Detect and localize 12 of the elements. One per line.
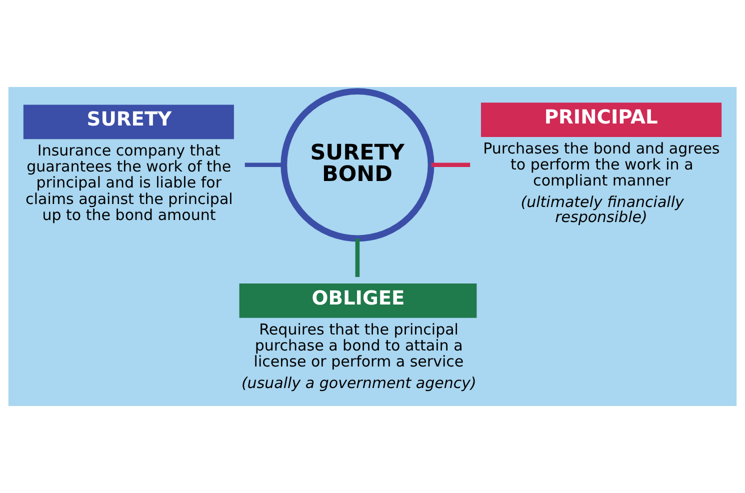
node-circle: SURETY BOND <box>280 88 434 242</box>
node-label: (usually a government agency) <box>241 374 476 392</box>
node-box: PRINCIPAL <box>480 102 722 137</box>
connector <box>431 162 470 168</box>
node-label: Purchases the bond and agrees to perform the work in a compliant manner <box>483 139 720 190</box>
node-label: (ultimately financially responsible) <box>520 192 684 226</box>
node-box: OBLIGEE <box>239 284 477 318</box>
node-label: Requires that the principal purchase a bond to attain a license or perform a service <box>254 320 464 370</box>
node-label: Insurance company that guarantees the work of the principal and is liable for claims against the principal up to the bond amount <box>26 141 233 224</box>
connector <box>244 162 284 168</box>
node-box: SURETY <box>23 104 234 140</box>
connector <box>355 238 360 277</box>
